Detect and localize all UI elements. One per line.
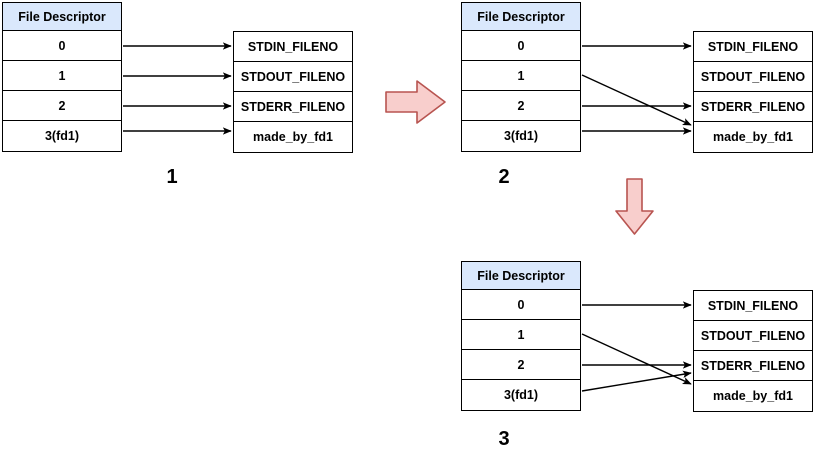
target-stdin: STDIN_FILENO bbox=[694, 32, 812, 62]
arrow-1-to-made bbox=[581, 333, 692, 385]
target-stdout: STDOUT_FILENO bbox=[694, 321, 812, 351]
step-label-3: 3 bbox=[498, 428, 510, 450]
step-label-2: 2 bbox=[498, 166, 510, 188]
fd-row-1: 1 bbox=[462, 320, 580, 350]
target-stderr: STDERR_FILENO bbox=[234, 92, 352, 122]
fd-table-step-3: File Descriptor 0 1 2 3(fd1) bbox=[461, 261, 581, 411]
fd-table-step-1: File Descriptor 0 1 2 3(fd1) bbox=[2, 2, 122, 152]
target-stdout: STDOUT_FILENO bbox=[234, 62, 352, 92]
target-box-step-1: STDIN_FILENO STDOUT_FILENO STDERR_FILENO… bbox=[233, 31, 353, 153]
fd-row-2: 2 bbox=[462, 350, 580, 380]
target-stdin: STDIN_FILENO bbox=[234, 32, 352, 62]
fd-table-step-2: File Descriptor 0 1 2 3(fd1) bbox=[461, 2, 581, 152]
target-stdout: STDOUT_FILENO bbox=[694, 62, 812, 92]
fd-row-2: 2 bbox=[462, 91, 580, 121]
fd-table-header: File Descriptor bbox=[462, 3, 580, 31]
fd-row-0: 0 bbox=[3, 31, 121, 61]
target-stderr: STDERR_FILENO bbox=[694, 92, 812, 122]
fd-row-3: 3(fd1) bbox=[462, 380, 580, 410]
fd-table-header: File Descriptor bbox=[3, 3, 121, 31]
transition-arrow-down-icon bbox=[615, 178, 654, 235]
step-label-1: 1 bbox=[166, 166, 178, 188]
fd-row-1: 1 bbox=[3, 61, 121, 91]
target-box-step-3: STDIN_FILENO STDOUT_FILENO STDERR_FILENO… bbox=[693, 290, 813, 412]
fd-table-header: File Descriptor bbox=[462, 262, 580, 290]
target-box-step-2: STDIN_FILENO STDOUT_FILENO STDERR_FILENO… bbox=[693, 31, 813, 153]
target-stderr: STDERR_FILENO bbox=[694, 351, 812, 381]
fd-row-3: 3(fd1) bbox=[3, 121, 121, 151]
target-made-by-fd1: made_by_fd1 bbox=[694, 122, 812, 152]
fd-row-3: 3(fd1) bbox=[462, 121, 580, 151]
fd-row-1: 1 bbox=[462, 61, 580, 91]
fd-row-0: 0 bbox=[462, 290, 580, 320]
target-stdin: STDIN_FILENO bbox=[694, 291, 812, 321]
target-made-by-fd1: made_by_fd1 bbox=[234, 122, 352, 152]
arrow-3-to-stderr bbox=[581, 370, 692, 392]
transition-arrow-right-icon bbox=[385, 80, 446, 124]
fd-row-0: 0 bbox=[462, 31, 580, 61]
target-made-by-fd1: made_by_fd1 bbox=[694, 381, 812, 411]
fd-row-2: 2 bbox=[3, 91, 121, 121]
arrow-1-to-made bbox=[581, 74, 692, 126]
